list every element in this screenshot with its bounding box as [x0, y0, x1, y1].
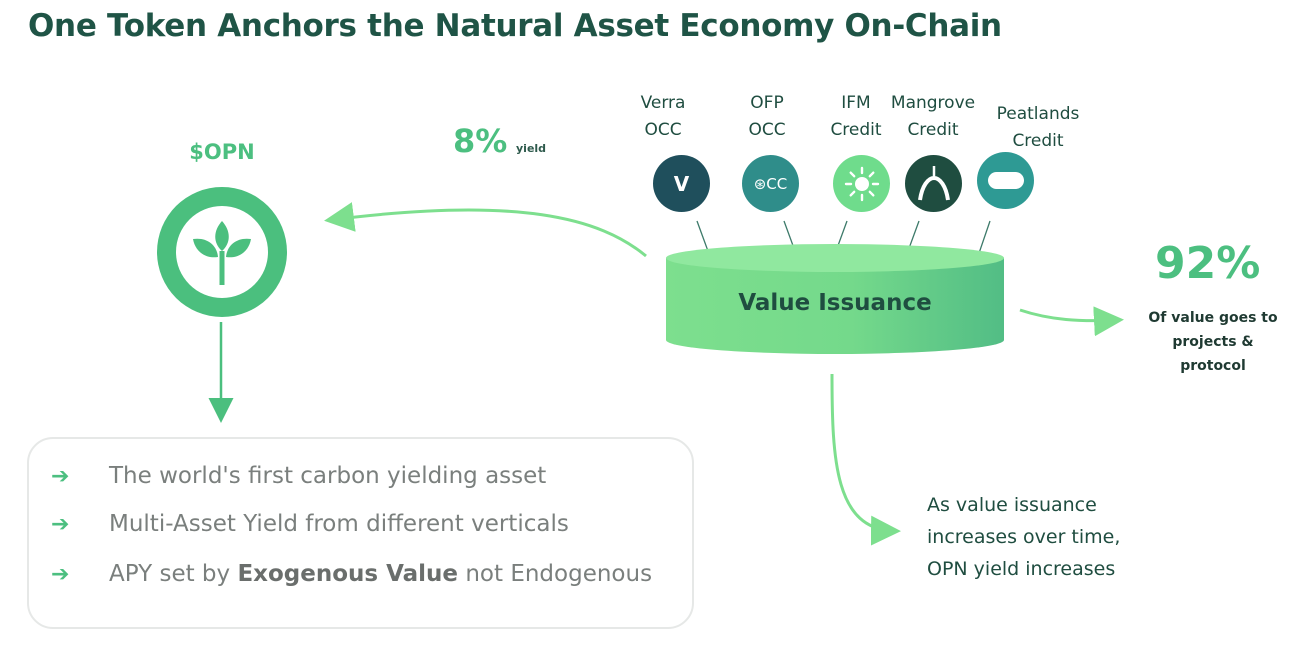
yield-label: yield [516, 142, 547, 155]
verra-icon: V [653, 155, 710, 212]
benefit-text: The world's first carbon yielding asset [109, 463, 547, 489]
credit-line2: Credit [1012, 131, 1064, 151]
benefit-item: ➔ APY set by Exogenous Value not Endogen… [51, 561, 652, 587]
sun-icon [833, 155, 890, 212]
token-name: $OPN [189, 140, 255, 164]
peatlands-glyph [987, 172, 1024, 189]
yield-arrow [324, 202, 647, 258]
credit-line2: OCC [748, 120, 786, 140]
credit-line1: Peatlands [996, 104, 1080, 124]
credit-label-ofp: OFP OCC [735, 90, 799, 144]
credit-line1: Verra [640, 93, 686, 113]
mangrove-icon [905, 155, 962, 212]
share-percent: 92% [1155, 238, 1261, 289]
benefit-text-pre: APY set by [109, 561, 238, 587]
occ-icon: ⊛CC [742, 155, 799, 212]
growth-note: As value issuance increases over time, O… [927, 494, 1121, 580]
credit-line1: IFM [841, 93, 871, 113]
credit-line2: OCC [644, 120, 682, 140]
value-issuance-label: Value Issuance [738, 290, 932, 316]
credit-line1: Mangrove [890, 93, 976, 113]
benefit-text-bold: Exogenous Value [237, 561, 459, 587]
benefits-box: ➔ The world's first carbon yielding asse… [27, 437, 694, 629]
credit-line2: Credit [907, 120, 959, 140]
yield-percent: 8% [453, 122, 508, 160]
benefit-text-post: not Endogenous [458, 561, 653, 587]
growth-arrow [830, 373, 901, 546]
value-issuance-cylinder [666, 244, 1004, 354]
credit-label-mangrove: Mangrove Credit [886, 90, 980, 144]
benefit-text: Multi-Asset Yield from different vertica… [109, 511, 569, 537]
credit-line1: OFP [750, 93, 784, 113]
sprout-icon [193, 221, 251, 285]
share-text: Of value goes to projects & protocol [1148, 310, 1278, 374]
token-logo [157, 187, 287, 317]
credit-label-peatlands: Peatlands Credit [990, 101, 1086, 155]
benefit-item: ➔ Multi-Asset Yield from different verti… [51, 511, 569, 537]
benefit-item: ➔ The world's first carbon yielding asse… [51, 463, 546, 489]
arrow-right-icon: ➔ [51, 463, 70, 489]
share-arrow [1019, 306, 1124, 337]
sun-glyph [844, 166, 879, 201]
peatlands-icon [977, 152, 1034, 209]
mangrove-glyph [917, 165, 950, 200]
credit-label-ifm: IFM Credit [818, 90, 894, 144]
arrow-right-icon: ➔ [51, 561, 70, 587]
credit-label-verra: Verra OCC [631, 90, 695, 144]
arrow-right-icon: ➔ [51, 511, 70, 537]
credit-line2: Credit [830, 120, 882, 140]
page-title: One Token Anchors the Natural Asset Econ… [28, 8, 1002, 44]
